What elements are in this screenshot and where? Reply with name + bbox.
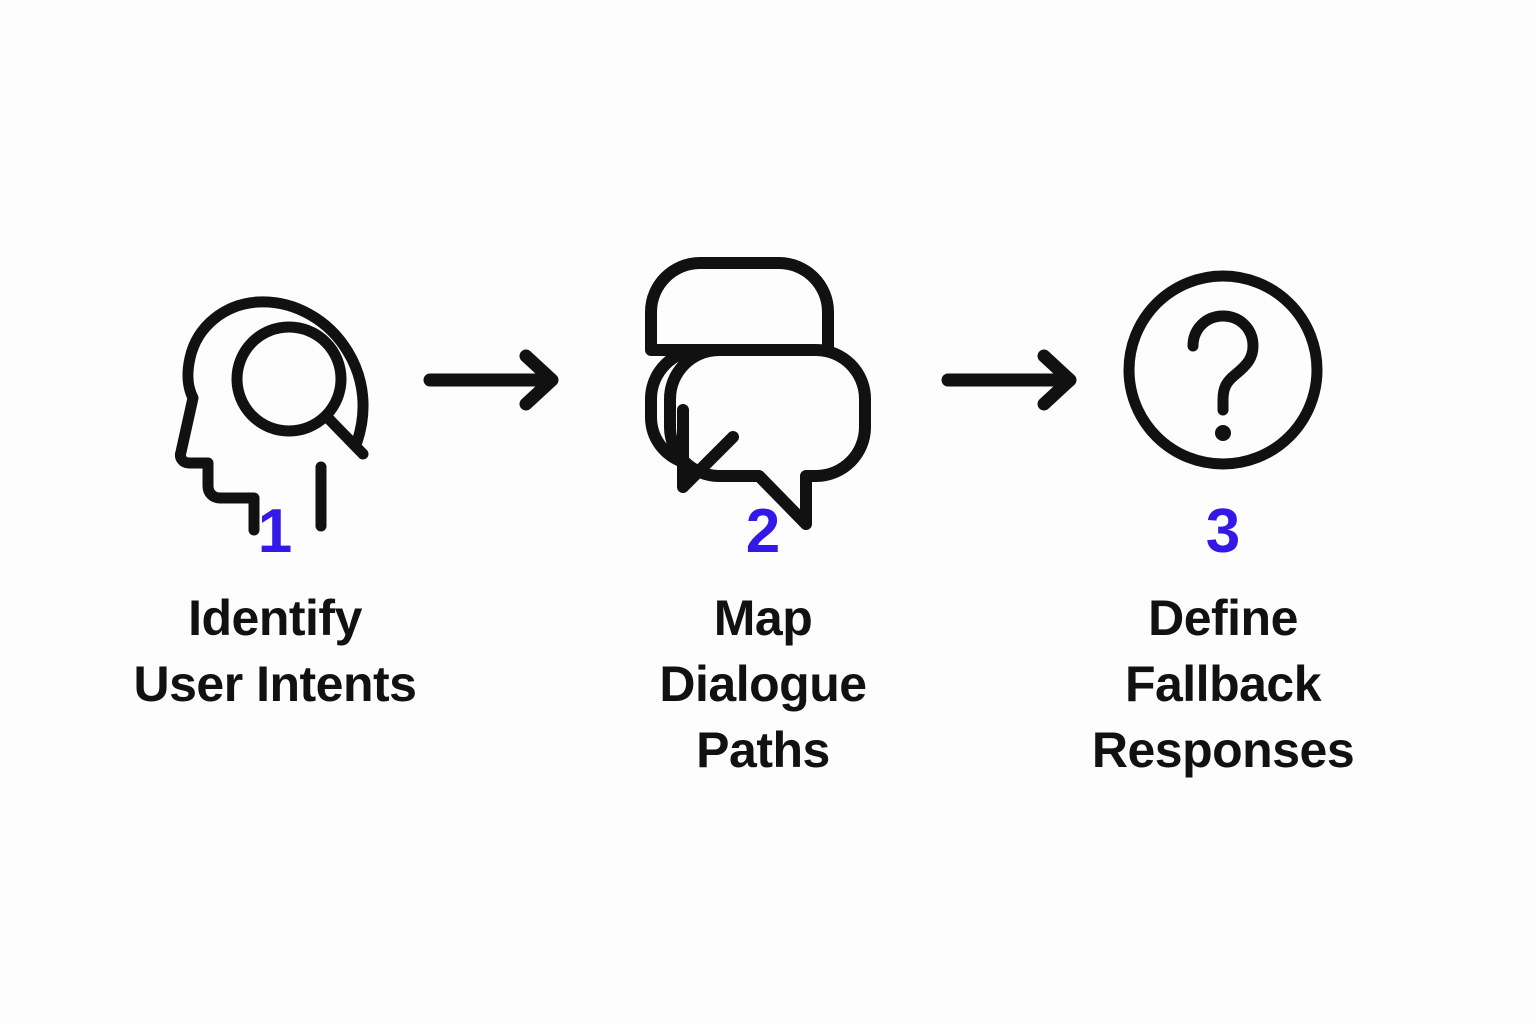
step-3-label: Define Fallback Responses	[1091, 590, 1355, 778]
step-1-label: Identify User Intents	[133, 590, 417, 712]
step-2-label: Map Dialogue Paths	[659, 590, 867, 778]
step-3: 3 Define Fallback Responses	[993, 262, 1453, 783]
step-1-icon-container	[45, 262, 505, 536]
question-mark-circle-icon	[1123, 270, 1323, 470]
step-2: 2 Map Dialogue Paths	[533, 257, 993, 783]
step-1: 1 Identify User Intents	[45, 262, 505, 717]
arrow-right-icon	[940, 345, 1090, 415]
step-3-number: 3	[1205, 497, 1241, 566]
speech-bubbles-icon	[641, 257, 886, 530]
step-2-icon-container	[533, 257, 993, 530]
head-with-magnifier-icon	[175, 262, 375, 536]
step-3-icon-container	[993, 262, 1453, 477]
step-2-number: 2	[745, 497, 781, 566]
connector-1	[422, 345, 572, 415]
arrow-right-icon	[422, 345, 572, 415]
step-1-number: 1	[257, 497, 293, 566]
connector-2	[940, 345, 1090, 415]
